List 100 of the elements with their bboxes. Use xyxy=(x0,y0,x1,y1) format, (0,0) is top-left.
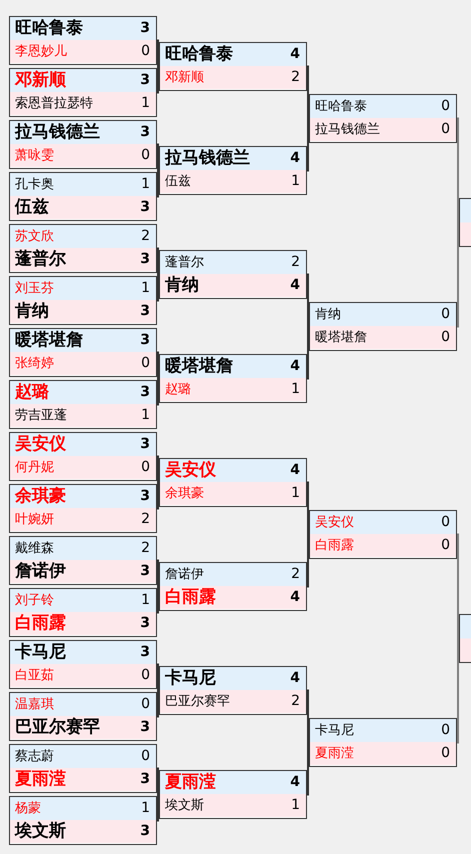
player-name: 白雨露 xyxy=(315,537,354,555)
player-name: 张绮婷 xyxy=(15,355,54,373)
score: 0 xyxy=(141,354,150,373)
player-name: 白亚茹 xyxy=(15,667,54,685)
connector-line xyxy=(156,378,160,406)
player-row xyxy=(10,433,156,456)
match-box xyxy=(9,536,157,585)
player-row xyxy=(10,121,156,144)
player-name: 邓新顺 xyxy=(15,69,66,92)
player-name: 余琪豪 xyxy=(165,485,204,503)
connector-line xyxy=(156,768,160,796)
connector-line xyxy=(456,118,460,224)
player-row xyxy=(160,482,306,505)
connector-line xyxy=(156,560,160,588)
player-name: 何丹妮 xyxy=(15,459,54,477)
connector-line xyxy=(156,586,160,614)
player-row xyxy=(310,303,456,326)
score: 0 xyxy=(441,744,450,763)
player-row xyxy=(10,352,156,375)
match-box xyxy=(9,172,157,221)
score: 1 xyxy=(141,799,150,818)
score: 1 xyxy=(291,796,300,815)
connector-line xyxy=(156,690,160,718)
score: 3 xyxy=(140,718,150,737)
player-row xyxy=(310,719,456,742)
match-box xyxy=(9,640,157,689)
player-name: 拉马钱德兰 xyxy=(315,121,380,139)
match-box xyxy=(309,718,457,767)
match-box xyxy=(9,796,157,845)
player-name: 旺哈鲁泰 xyxy=(165,43,233,66)
score: 0 xyxy=(141,666,150,685)
player-name: 卡马尼 xyxy=(315,722,354,740)
score: 3 xyxy=(140,435,150,454)
match-box xyxy=(9,432,157,481)
score: 3 xyxy=(140,71,150,90)
player-row xyxy=(10,537,156,560)
connector-line xyxy=(306,274,310,328)
player-row xyxy=(160,66,306,89)
score: 2 xyxy=(141,539,150,558)
player-name: 埃文斯 xyxy=(15,820,66,843)
match-box xyxy=(309,94,457,143)
player-name: 肯纳 xyxy=(315,306,341,324)
score: 0 xyxy=(141,146,150,165)
player-row xyxy=(310,511,456,534)
player-name: 吴安仪 xyxy=(315,514,354,532)
player-name: 白雨露 xyxy=(165,586,216,609)
connector-line xyxy=(156,482,160,510)
player-row xyxy=(10,144,156,167)
score: 1 xyxy=(141,406,150,425)
player-name: 苏文欣 xyxy=(15,228,54,246)
player-name: 伍兹 xyxy=(165,173,191,191)
score: 4 xyxy=(290,773,300,792)
match-box xyxy=(9,328,157,377)
match-box xyxy=(9,276,157,325)
match-box xyxy=(309,510,457,559)
match-box xyxy=(159,354,307,403)
score: 0 xyxy=(141,458,150,477)
player-row xyxy=(10,225,156,248)
player-row xyxy=(160,586,306,609)
player-row xyxy=(160,170,306,193)
connector-line xyxy=(156,144,160,172)
connector-line xyxy=(156,40,160,68)
player-name: 叶婉妍 xyxy=(15,511,54,529)
connector-line xyxy=(156,66,160,94)
score: 1 xyxy=(141,94,150,113)
player-name: 李恩妙儿 xyxy=(15,43,67,61)
player-name: 肯纳 xyxy=(15,300,49,323)
score: 0 xyxy=(141,747,150,766)
match-box xyxy=(159,250,307,299)
player-name: 刘子铃 xyxy=(15,592,54,610)
player-name: 温嘉琪 xyxy=(15,696,54,714)
player-name: 戴维森 xyxy=(15,540,54,558)
player-name: 赵璐 xyxy=(15,381,49,404)
player-name: 吴安仪 xyxy=(165,459,216,482)
score: 2 xyxy=(291,565,300,584)
score: 0 xyxy=(441,513,450,532)
player-row xyxy=(160,147,306,170)
player-row xyxy=(10,716,156,739)
match-box xyxy=(9,692,157,741)
score: 2 xyxy=(291,253,300,272)
score: 1 xyxy=(141,591,150,610)
score: 2 xyxy=(141,510,150,529)
connector-line xyxy=(306,690,310,744)
score: 0 xyxy=(441,97,450,116)
player-name: 萧咏雯 xyxy=(15,147,54,165)
player-name: 杨蒙 xyxy=(15,800,41,818)
score: 3 xyxy=(140,123,150,142)
player-name: 白雨露 xyxy=(15,612,66,635)
player-name: 蓬普尔 xyxy=(165,254,204,272)
player-row xyxy=(310,326,456,349)
score: 3 xyxy=(140,822,150,841)
score: 0 xyxy=(441,721,450,740)
player-row xyxy=(160,43,306,66)
connector-line xyxy=(156,274,160,302)
player-name: 吴安仪 xyxy=(15,433,66,456)
connector-line xyxy=(156,664,160,692)
score: 1 xyxy=(141,279,150,298)
player-row xyxy=(10,248,156,271)
player-row xyxy=(310,534,456,557)
player-name: 暖塔堪詹 xyxy=(15,329,83,352)
